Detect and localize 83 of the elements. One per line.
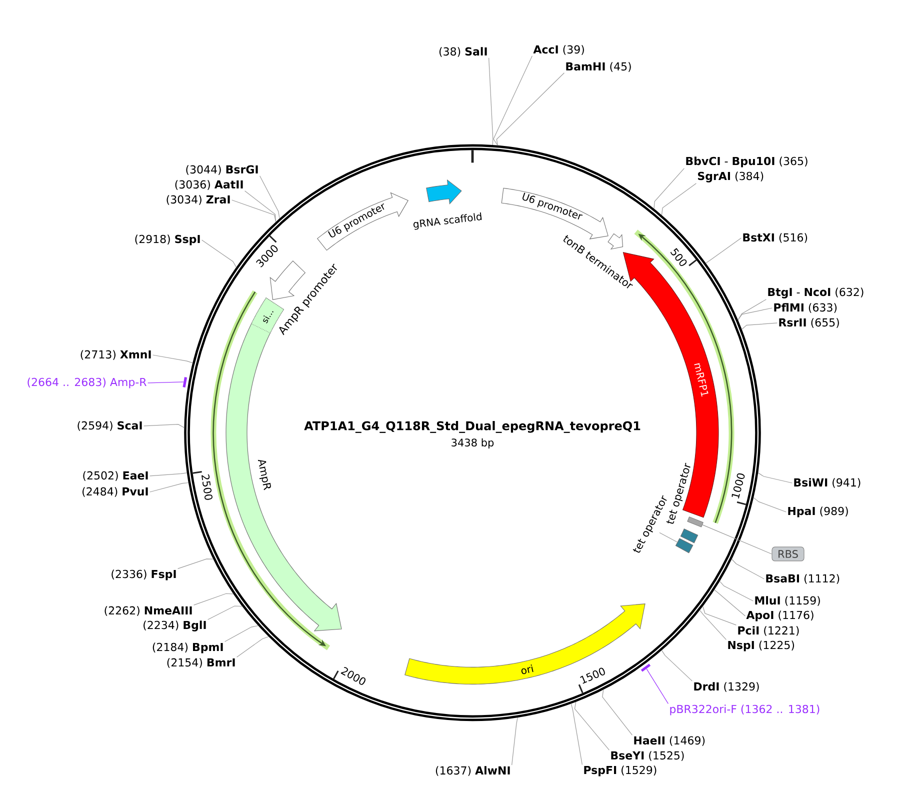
site-label: (2713) XmnI (80, 350, 151, 360)
leader-line (202, 240, 237, 268)
primer-bar (182, 377, 188, 388)
leader-line (208, 606, 242, 620)
site-label: (3044) BsrGI (186, 165, 258, 175)
leader-line (144, 424, 184, 428)
site-label: HaeII (1469) (634, 736, 705, 746)
leader-line (178, 558, 214, 569)
site-label: BstXI (516) (743, 233, 808, 243)
site-label: AccI (39) (533, 45, 584, 55)
primer-bar (640, 664, 651, 672)
site-label: MluI (1159) (755, 596, 820, 606)
leader-line (731, 558, 764, 580)
leader-line (702, 606, 736, 626)
leader-line (493, 56, 532, 146)
site-label: BseYI (1525) (611, 751, 684, 761)
primer-label: pBR322ori-F (1362 .. 1381) (670, 704, 820, 716)
site-label: (3036) AatII (175, 180, 243, 190)
site-label: SgrAI (384) (698, 172, 764, 182)
leader-line (741, 322, 778, 330)
site-label: (1637) AlwNI (436, 766, 510, 776)
site-label: (2154) BmrI (167, 658, 235, 668)
leader-line (260, 176, 280, 219)
leader-line (661, 183, 696, 216)
primer-label: (2664 .. 2683) Amp-R (28, 378, 146, 388)
leader-line (150, 482, 189, 492)
leader-line (148, 382, 184, 384)
label-box: RBS (772, 546, 804, 562)
leader-line (738, 299, 766, 320)
site-label: HpaI (989) (788, 506, 848, 518)
site-label: (2184) BpmI (152, 642, 223, 654)
site-label: (2502) EaeI (83, 471, 148, 481)
site-label: BtgI - NcoI (632) (768, 288, 864, 298)
site-label: RsrII (655) (779, 318, 839, 328)
tick-label: 1500 (580, 668, 605, 684)
site-label: ApoI (1176) (746, 610, 814, 622)
site-label: BsaBI (1112) (766, 574, 840, 584)
node-label: gRNA scaffold (414, 212, 482, 230)
site-label: (2594) ScaI (78, 421, 142, 431)
leader-line (150, 472, 188, 476)
leader-line (758, 472, 792, 484)
leader-line (661, 650, 692, 682)
leader-line (152, 354, 193, 364)
site-label: (2484) PvuI (82, 487, 148, 497)
site-label: DrdI (1329) (694, 682, 759, 692)
site-label: PflMI (633) (774, 303, 837, 313)
tick-label: 1000 (732, 473, 745, 498)
leader-line (646, 668, 668, 704)
leader-line (702, 524, 772, 554)
leader-line (496, 72, 564, 146)
site-label: (2234) BglI (144, 620, 206, 632)
site-label: NspI (1225) (728, 640, 794, 652)
leader-line (574, 702, 610, 750)
leader-line (654, 168, 684, 209)
sequence-length: 3438 bp (452, 438, 494, 449)
leader-line (714, 589, 746, 616)
site-label: (2918) SspI (135, 234, 200, 246)
site-label: PspFI (1529) (584, 766, 656, 776)
site-label: (3034) ZraI (166, 195, 230, 205)
leader-line (706, 238, 742, 264)
site-label: BbvCI - Bpu10I (365) (686, 156, 808, 168)
site-label: (2262) NmeAIII (104, 606, 192, 616)
leader-line (738, 308, 772, 320)
feature-box (687, 516, 704, 528)
leader-line (602, 689, 632, 736)
site-label: (38) SalI (439, 47, 487, 57)
leader-line (570, 703, 582, 765)
leader-line (224, 625, 258, 642)
leader-line (244, 190, 276, 222)
leader-line (719, 580, 754, 602)
leader-line (488, 58, 494, 146)
leader-line (512, 717, 518, 766)
feature-block: gRNA scaffold (414, 179, 482, 230)
site-label: BsiWI (941) (794, 478, 860, 488)
leader-line (753, 497, 786, 512)
site-label: (2336) FspI (112, 570, 176, 580)
leader-line (699, 610, 726, 640)
leader-line (232, 200, 276, 222)
site-label: BamHI (45) (566, 62, 631, 72)
site-label: PciI (1221) (738, 626, 799, 636)
leader-line (236, 636, 269, 658)
leader-line (194, 593, 234, 606)
tick-label: 2500 (202, 474, 212, 500)
